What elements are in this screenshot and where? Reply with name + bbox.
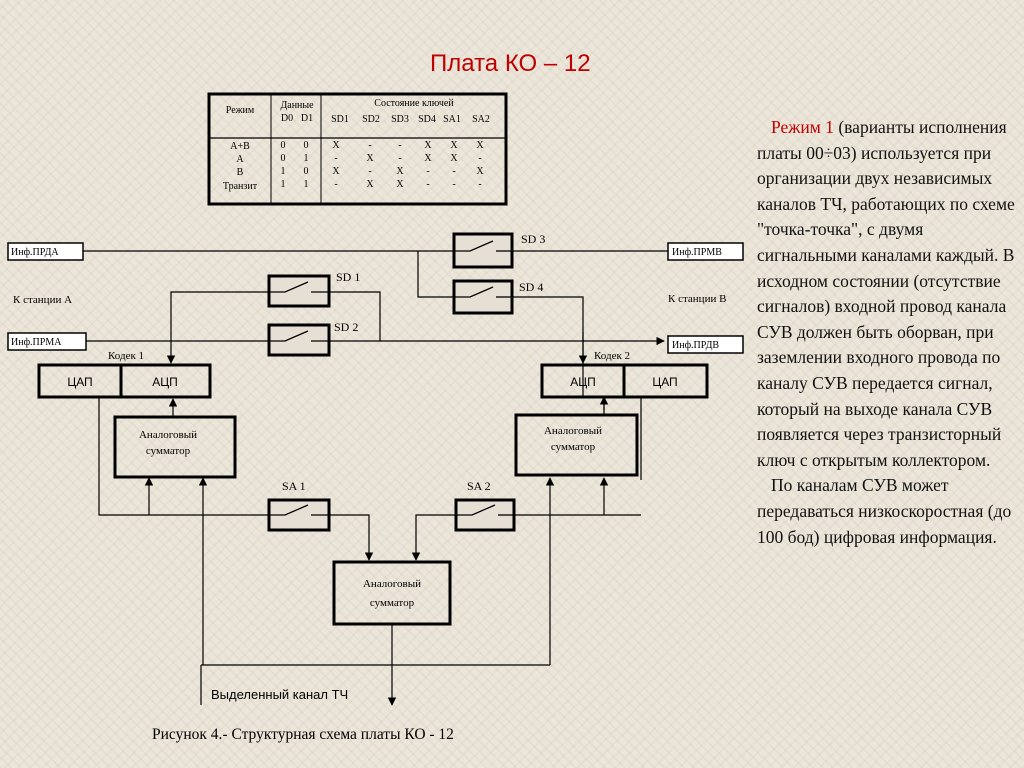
table-cell-key: X [450, 140, 458, 151]
table-cell-key: X [476, 166, 484, 177]
table-header-sa1: SA1 [443, 114, 461, 125]
table-cell-key: - [426, 166, 429, 177]
table-cell-key: - [398, 140, 401, 151]
summator2-label-line2: сумматор [551, 441, 596, 453]
mode-table: Режим Данные D0 D1 Состояние ключей SD1 … [207, 92, 508, 206]
table-cell-key: X [424, 140, 432, 151]
table-cell-key: X [424, 153, 432, 164]
table-cell-d1: 0 [304, 140, 309, 151]
table-cell-d1: 1 [304, 153, 309, 164]
table-cell-key: X [332, 140, 340, 151]
description-paragraph-2: По каналам СУВ может передаваться низкос… [757, 475, 1012, 547]
description-para1-text: (варианты исполнения платы 00÷03) исполь… [757, 117, 1015, 470]
table-cell-key: X [332, 166, 340, 177]
dac2-block [622, 363, 709, 399]
table-cell-key: - [368, 140, 371, 151]
summator1-label-line1: Аналоговый [139, 429, 197, 441]
table-cell-d1: 0 [304, 166, 309, 177]
inf-prma-box [7, 332, 87, 351]
table-header-sd3: SD3 [391, 114, 409, 125]
table-header-sd1: SD1 [331, 114, 349, 125]
wires [71, 246, 668, 706]
sa2-label: SA 2 [467, 479, 491, 493]
switch-sd2 [267, 323, 331, 357]
summator3-block [332, 560, 452, 626]
table-cell-key: X [450, 153, 458, 164]
table-cell-key: - [426, 179, 429, 190]
dac2-label: ЦАП [652, 375, 677, 389]
description-text: Режим 1 (варианты исполнения платы 00÷03… [757, 115, 1015, 550]
table-cell-d0: 0 [281, 140, 286, 151]
table-cell-key: - [452, 166, 455, 177]
table-cell-key: - [398, 153, 401, 164]
station-b-label: К станции В [668, 293, 726, 305]
description-accent: Режим 1 [771, 117, 834, 137]
description-paragraph-1: Режим 1 (варианты исполнения платы 00÷03… [757, 115, 1015, 473]
table-cell-d0: 0 [281, 153, 286, 164]
table-cell-key: X [396, 166, 404, 177]
summator2-label-line1: Аналоговый [544, 425, 602, 437]
switch-contacts [269, 240, 514, 516]
inf-prdv-label: Инф.ПРДВ [672, 340, 719, 351]
table-header-keys: Состояние ключей [374, 98, 454, 109]
sd4-label: SD 4 [519, 280, 543, 294]
codec1-label: Кодек 1 [108, 350, 144, 362]
figure-caption: Рисунок 4.- Структурная схема платы КО -… [152, 726, 454, 743]
codec2-label: Кодек 2 [594, 350, 630, 362]
adc2-label: АЦП [570, 375, 596, 389]
table-header-sa2: SA2 [472, 114, 490, 125]
switch-sd1 [267, 274, 331, 308]
inf-prda-box [7, 242, 84, 261]
table-header-data: Данные [280, 100, 314, 111]
inf-prdv-box [667, 335, 744, 354]
table-cell-key: - [334, 153, 337, 164]
adc1-block [119, 363, 212, 399]
inf-prmv-box [667, 242, 744, 261]
sd2-label: SD 2 [334, 320, 358, 334]
table-cell-d0: 1 [281, 179, 286, 190]
table-cell-key: X [366, 153, 374, 164]
output-channel-label: Выделенный канал ТЧ [211, 687, 348, 702]
table-cell-d0: 1 [281, 166, 286, 177]
table-cell-mode: А [236, 154, 244, 165]
table-cell-key: X [366, 179, 374, 190]
table-header-sd2: SD2 [362, 114, 380, 125]
table-cell-key: X [476, 140, 484, 151]
adc1-label: АЦП [152, 375, 178, 389]
sd1-label: SD 1 [336, 270, 360, 284]
sa1-label: SA 1 [282, 479, 306, 493]
dac1-label: ЦАП [67, 375, 92, 389]
inf-prda-label: Инф.ПРДА [11, 247, 59, 258]
table-cell-mode: В [237, 167, 244, 178]
station-a-label: К станции А [13, 294, 72, 306]
table-cell-key: X [396, 179, 404, 190]
summator1-block [113, 415, 237, 479]
inf-prma-label: Инф.ПРМА [11, 337, 62, 348]
inf-prmv-label: Инф.ПРМВ [672, 247, 722, 258]
table-cell-mode: Транзит [223, 181, 258, 192]
table-header-sd4: SD4 [418, 114, 436, 125]
table-header-mode: Режим [226, 105, 255, 116]
table-cell-mode: А+В [230, 141, 250, 152]
table-cell-key: - [334, 179, 337, 190]
summator1-label-line2: сумматор [146, 445, 191, 457]
table-cell-key: - [478, 153, 481, 164]
sd3-label: SD 3 [521, 232, 545, 246]
interface-boxes [7, 242, 744, 354]
table-cell-d1: 1 [304, 179, 309, 190]
table-header-d1: D1 [301, 113, 313, 124]
summator3-label-line2: сумматор [370, 597, 415, 609]
table-header-d0: D0 [281, 113, 293, 124]
table-cell-key: - [368, 166, 371, 177]
slide-title: Плата КО – 12 [430, 50, 591, 77]
summator3-label-line1: Аналоговый [363, 578, 421, 590]
table-cell-key: - [478, 179, 481, 190]
blocks [37, 363, 709, 626]
summator2-block [514, 413, 639, 477]
table-cell-key: - [452, 179, 455, 190]
